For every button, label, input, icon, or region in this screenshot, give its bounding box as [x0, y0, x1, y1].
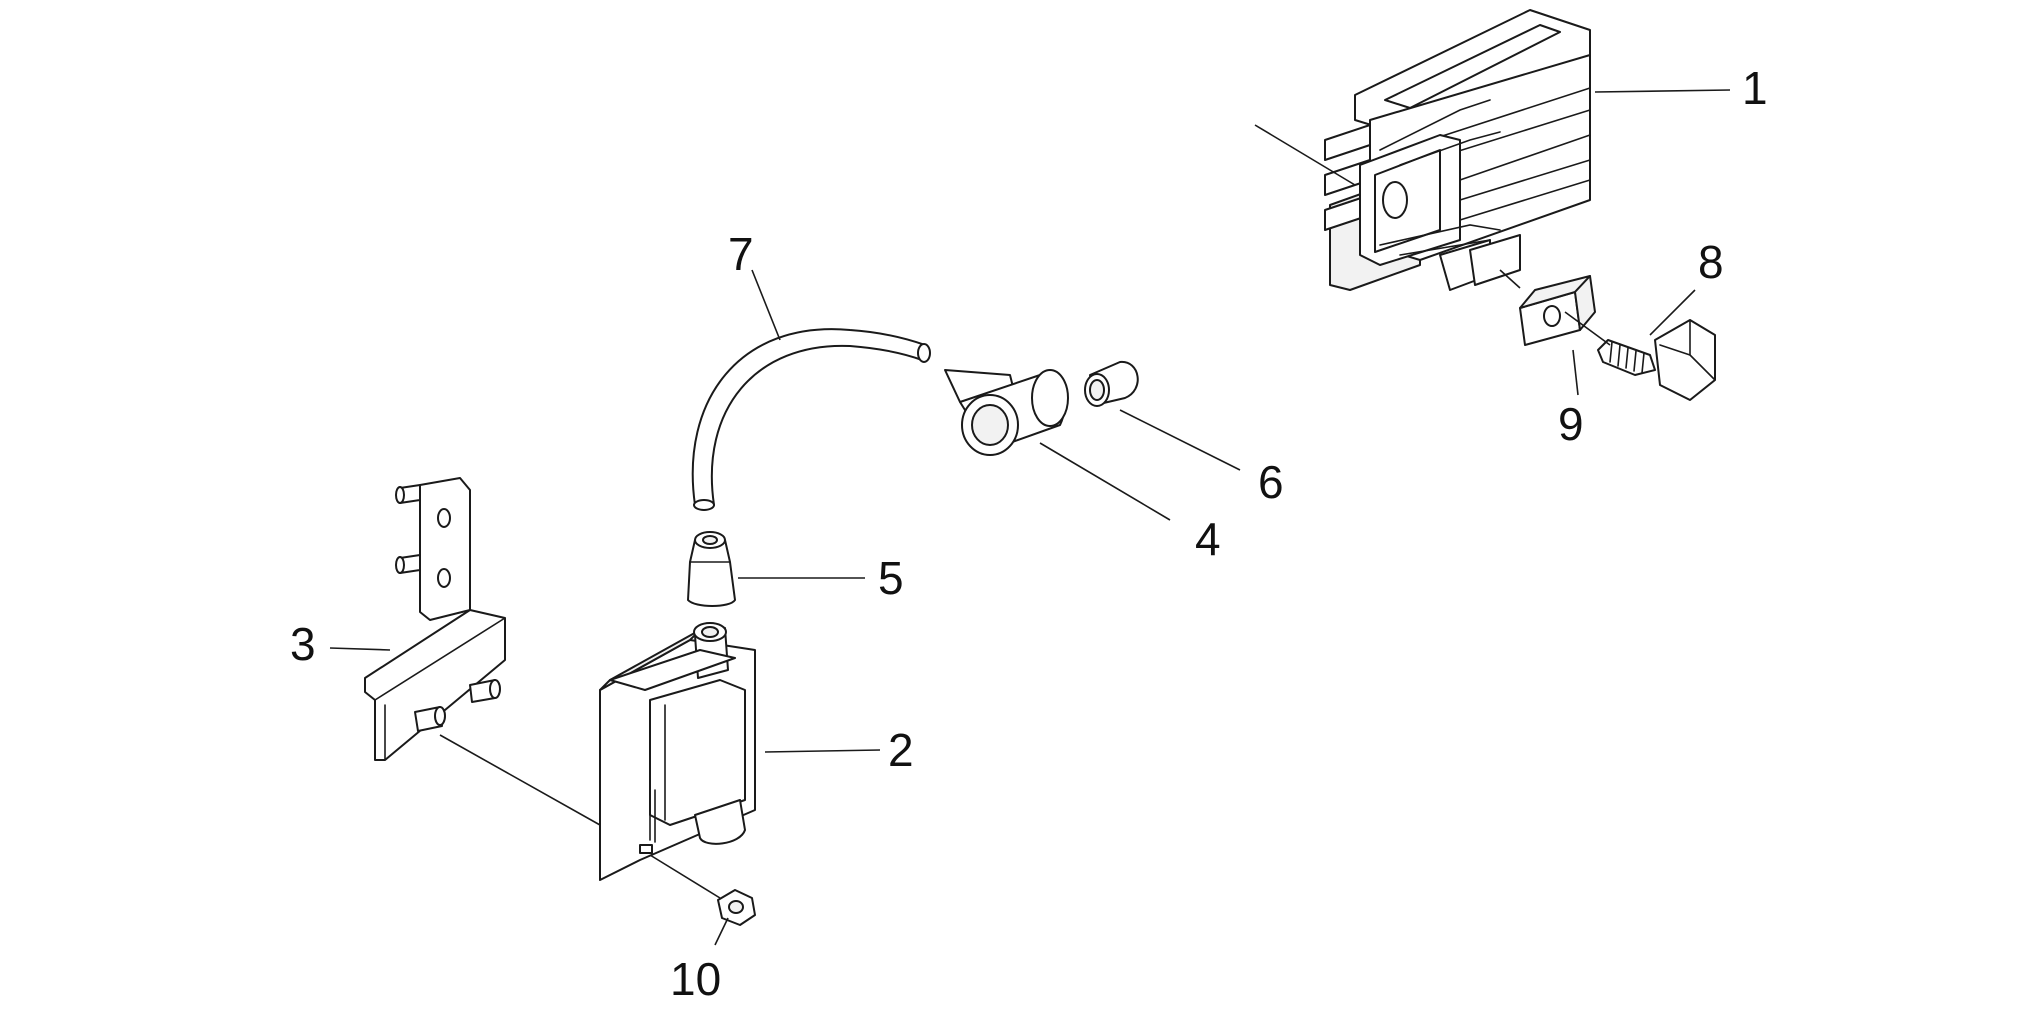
part-8-hex-bolt — [1597, 319, 1716, 401]
part-3-bracket — [364, 477, 506, 761]
callout-leaders — [329, 89, 1731, 946]
assembly-lines — [439, 124, 1611, 899]
callout-4: 4 — [1195, 513, 1221, 565]
part-6-bush — [1084, 360, 1139, 407]
part-5-rubber-boot — [687, 531, 736, 607]
callout-1: 1 — [1742, 62, 1768, 114]
callout-3: 3 — [290, 618, 316, 670]
callout-8: 8 — [1698, 236, 1724, 288]
callout-6: 6 — [1258, 456, 1284, 508]
part-2-ignition-coil — [599, 622, 756, 881]
part-1-regulator-rectifier — [1324, 9, 1591, 291]
callout-5: 5 — [878, 552, 904, 604]
callout-2: 2 — [888, 724, 914, 776]
part-10-hex-nut — [717, 889, 756, 926]
callout-7: 7 — [728, 228, 754, 280]
part-9-square-washer — [1519, 275, 1596, 346]
callout-labels: 1 2 3 4 5 6 7 8 9 10 — [290, 62, 1768, 1005]
part-4-spark-plug-cap — [944, 369, 1069, 456]
callout-10: 10 — [670, 953, 721, 1005]
callout-9: 9 — [1558, 398, 1584, 450]
part-7-ht-lead — [691, 328, 931, 511]
